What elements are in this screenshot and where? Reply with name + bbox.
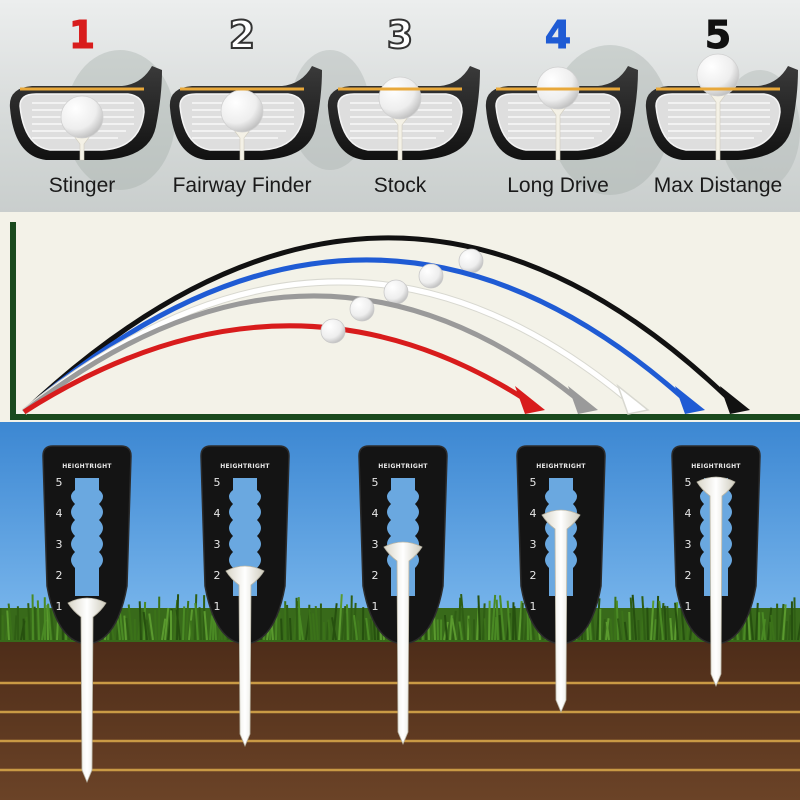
scale-mark: 3: [372, 538, 379, 551]
gauge-brand: HEIGHTRIGHT: [62, 463, 112, 470]
trajectory-arrowhead: [568, 386, 598, 414]
gauge-brand: HEIGHTRIGHT: [378, 463, 428, 470]
scale-mark: 4: [214, 507, 221, 520]
golf-ball-icon: [418, 263, 444, 289]
gauge-slot: [71, 478, 103, 596]
gauge-brand: HEIGHTRIGHT: [691, 463, 741, 470]
scale-mark: 4: [372, 507, 379, 520]
scale-mark: 5: [372, 476, 379, 489]
level-number: 5: [705, 13, 731, 57]
trajectory-line: [22, 323, 525, 415]
scale-mark: 2: [372, 569, 379, 582]
scale-mark: 3: [530, 538, 537, 551]
golf-ball-icon: [220, 89, 264, 133]
trajectory-chart: [0, 212, 800, 422]
tee-height-gauge-3: HEIGHTRIGHT 5 4 3 2 1: [358, 445, 448, 746]
level-number: 3: [387, 13, 413, 57]
level-number: 4: [545, 13, 571, 57]
scale-mark: 5: [530, 476, 537, 489]
scale-mark: 1: [530, 600, 537, 613]
scale-mark: 2: [530, 569, 537, 582]
bottom-section: HEIGHTRIGHT54321HEIGHTRIGHT54321HEIGHTRI…: [0, 422, 800, 800]
scale-mark: 4: [56, 507, 63, 520]
scale-mark: 4: [530, 507, 537, 520]
trajectory-4: [22, 257, 705, 414]
gauge-brand: HEIGHTRIGHT: [220, 463, 270, 470]
level-label: Max Distange: [654, 174, 782, 197]
scale-mark: 3: [214, 538, 221, 551]
scale-mark: 2: [685, 569, 692, 582]
gauge-slot: [387, 478, 419, 596]
golf-ball-icon: [383, 279, 409, 305]
trajectory-line: [22, 235, 730, 414]
trajectory-5: [22, 235, 750, 414]
trajectory-2: [22, 293, 598, 414]
golf-ball-icon: [378, 76, 422, 120]
trajectory-arrowhead: [720, 386, 750, 414]
scale-mark: 1: [214, 600, 221, 613]
golf-tee-icon: [67, 597, 107, 784]
level-label: Fairway Finder: [173, 174, 312, 197]
trajectory-arrowhead: [675, 386, 705, 414]
scale-mark: 1: [685, 600, 692, 613]
golf-ball-icon: [696, 53, 740, 97]
trajectory-line: [22, 257, 685, 414]
golf-ball-icon: [320, 318, 346, 344]
scale-mark: 2: [214, 569, 221, 582]
scale-mark: 5: [685, 476, 692, 489]
golf-tee-icon: [696, 476, 736, 688]
scale-mark: 1: [56, 600, 63, 613]
golf-ball-icon: [349, 296, 375, 322]
level-label: Stinger: [49, 174, 116, 197]
level-label: Long Drive: [507, 174, 609, 197]
golf-tee-icon: [541, 509, 581, 714]
trajectory-arrowhead: [616, 383, 650, 415]
golf-ball-icon: [60, 95, 104, 139]
level-number: 1: [69, 13, 95, 57]
scale-mark: 2: [56, 569, 63, 582]
scale-mark: 5: [56, 476, 63, 489]
scale-mark: 3: [56, 538, 63, 551]
scale-mark: 5: [214, 476, 221, 489]
golf-ball-icon: [458, 248, 484, 274]
chart-x-axis: [10, 414, 800, 420]
trajectory-line: [22, 293, 578, 414]
chart-y-axis: [10, 222, 16, 420]
scale-mark: 4: [685, 507, 692, 520]
gauge-brand: HEIGHTRIGHT: [536, 463, 586, 470]
trajectory-arrowhead: [515, 386, 545, 414]
level-label: Stock: [374, 174, 427, 197]
tee-height-gauge-5: HEIGHTRIGHT 5 4 3 2 1: [671, 445, 761, 688]
tee-height-gauge-2: HEIGHTRIGHT 5 4 3 2 1: [200, 445, 290, 748]
tee-height-gauge-4: HEIGHTRIGHT 5 4 3 2 1: [516, 445, 606, 714]
scale-mark: 3: [685, 538, 692, 551]
level-number: 2: [229, 13, 255, 57]
golf-tee-icon: [383, 541, 423, 746]
trajectory-1: [22, 318, 545, 415]
tee-height-gauge-1: HEIGHTRIGHT 5 4 3 2 1: [42, 445, 132, 784]
golf-tee-icon: [225, 565, 265, 748]
scale-mark: 1: [372, 600, 379, 613]
